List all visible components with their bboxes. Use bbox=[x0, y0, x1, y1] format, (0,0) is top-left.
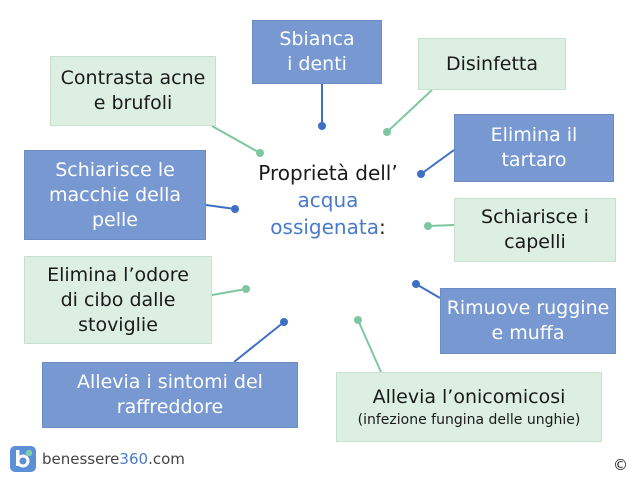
connector-dot-onicomicosi bbox=[354, 316, 362, 324]
connector-dot-sbianca bbox=[318, 122, 326, 130]
copyright-mark: © bbox=[613, 456, 628, 474]
connector-dot-capelli bbox=[424, 222, 432, 230]
center-title-highlight-2: ossigenata bbox=[270, 215, 379, 239]
diagram-center-title: Proprietà dell’ acqua ossigenata: bbox=[236, 160, 420, 241]
box-schiarisce-macchie-pelle: Schiarisce le macchie della pelle bbox=[24, 150, 206, 240]
box-rimuove-ruggine-muffa: Rimuove ruggine e muffa bbox=[440, 288, 616, 354]
connector-dot-odore bbox=[242, 285, 250, 293]
center-title-suffix: : bbox=[378, 215, 386, 239]
center-title-highlight-1: acqua bbox=[297, 188, 359, 212]
box-disinfetta: Disinfetta bbox=[418, 38, 566, 90]
box-allevia-raffreddore: Allevia i sintomi del raffreddore bbox=[42, 362, 298, 428]
box-elimina-odore-stoviglie: Elimina l’odore di cibo dalle stoviglie bbox=[24, 256, 212, 344]
benessere360-logo-icon bbox=[10, 446, 36, 472]
connector-dot-raffreddore bbox=[280, 318, 288, 326]
connector-dot-macchie bbox=[231, 205, 239, 213]
box-sbianca-i-denti: Sbianca i denti bbox=[252, 20, 382, 84]
box-elimina-il-tartaro: Elimina il tartaro bbox=[454, 114, 614, 182]
box-contrasta-acne: Contrasta acne e brufoli bbox=[50, 56, 216, 126]
connector-dot-tartaro bbox=[417, 170, 425, 178]
connector-dot-disinfetta bbox=[383, 128, 391, 136]
center-title-prefix: Proprietà dell’ bbox=[258, 161, 398, 185]
footer-brand: benessere360.com bbox=[10, 444, 185, 474]
box-allevia-onicomicosi: Allevia l’onicomicosi (infezione fungina… bbox=[336, 372, 602, 442]
brand-name[interactable]: benessere360.com bbox=[42, 450, 185, 468]
connector-dot-contrasta bbox=[256, 149, 264, 157]
box-schiarisce-capelli: Schiarisce i capelli bbox=[454, 198, 616, 262]
box-onicomicosi-subtitle: (infezione fungina delle unghie) bbox=[357, 411, 581, 428]
connector-dot-ruggine bbox=[412, 280, 420, 288]
